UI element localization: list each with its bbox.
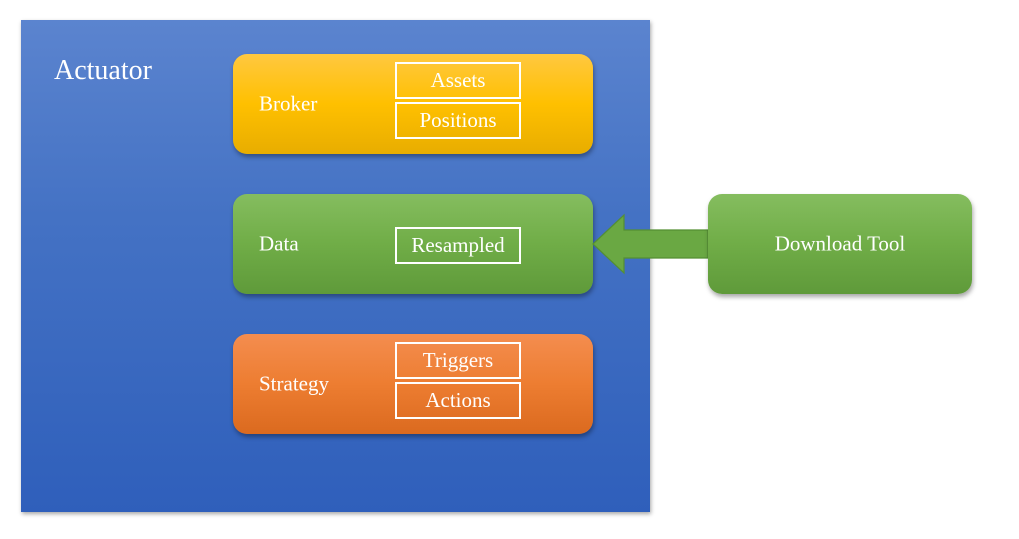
download-tool-label: Download Tool xyxy=(774,231,906,256)
download-tool-box: Download Tool xyxy=(708,194,972,294)
data-module: Data Resampled xyxy=(233,194,593,294)
strategy-module: Strategy Triggers Actions xyxy=(233,334,593,434)
broker-module: Broker Assets Positions xyxy=(233,54,593,154)
actuator-container: Actuator Broker Assets Positions Data Re… xyxy=(21,20,650,512)
triggers-box: Triggers xyxy=(395,342,521,379)
actuator-title: Actuator xyxy=(54,55,152,86)
data-label: Data xyxy=(259,231,299,256)
resampled-box: Resampled xyxy=(395,227,521,264)
actions-box: Actions xyxy=(395,382,521,419)
broker-label: Broker xyxy=(259,91,318,116)
download-to-data-arrow xyxy=(592,213,709,275)
assets-box: Assets xyxy=(395,62,521,99)
strategy-label: Strategy xyxy=(259,371,329,396)
positions-box: Positions xyxy=(395,102,521,139)
arrow-shape xyxy=(592,213,709,275)
